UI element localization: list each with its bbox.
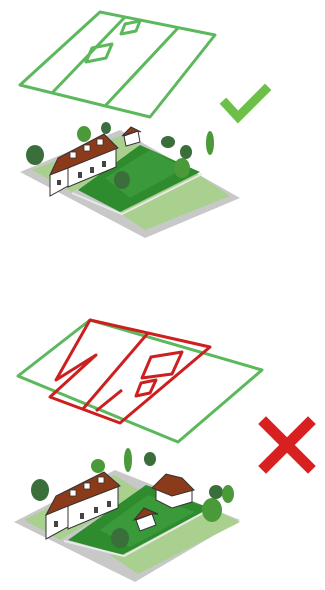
plan-divider-1 — [82, 333, 148, 410]
tree — [161, 136, 175, 148]
tree — [202, 498, 222, 522]
roof-dormer — [70, 490, 76, 496]
allowed-plot-plan — [20, 12, 215, 117]
allowed-panel — [20, 12, 265, 238]
roof-dormer — [70, 152, 76, 158]
house-window — [78, 172, 82, 178]
roof-dormer — [84, 483, 90, 489]
tree — [101, 122, 111, 134]
house-window — [54, 521, 58, 527]
forbidden-panel — [14, 320, 308, 582]
tree — [114, 171, 130, 189]
tree — [222, 485, 234, 503]
forbidden-scene — [14, 448, 240, 582]
plan-divider-2 — [96, 390, 122, 411]
house-window — [80, 513, 84, 519]
plan-outer-boundary — [20, 12, 215, 117]
allowed-scene — [20, 122, 240, 238]
plan-outer-boundary — [18, 320, 262, 442]
house-window — [90, 167, 94, 173]
house-window — [94, 507, 98, 513]
tree — [31, 479, 49, 501]
tree — [206, 131, 214, 155]
plan-building-footprint — [86, 44, 112, 62]
tree — [209, 485, 223, 499]
tree — [77, 126, 91, 142]
house-window — [107, 501, 111, 507]
roof-dormer — [84, 145, 90, 151]
plan-annex-footprint — [121, 21, 140, 34]
forbidden-plot-plan — [18, 320, 262, 442]
plan-restricted-zone — [50, 320, 210, 423]
check-mark-icon — [226, 90, 265, 117]
house-window — [57, 180, 61, 185]
tree — [144, 452, 156, 466]
house-window — [102, 161, 106, 167]
tree — [111, 528, 129, 548]
tree — [180, 145, 192, 159]
roof-dormer — [98, 477, 104, 483]
tree — [174, 158, 190, 178]
roof-dormer — [97, 139, 103, 145]
cross-mark-icon — [266, 424, 308, 466]
tree — [26, 145, 44, 165]
tree — [124, 448, 132, 472]
tree — [91, 459, 105, 473]
